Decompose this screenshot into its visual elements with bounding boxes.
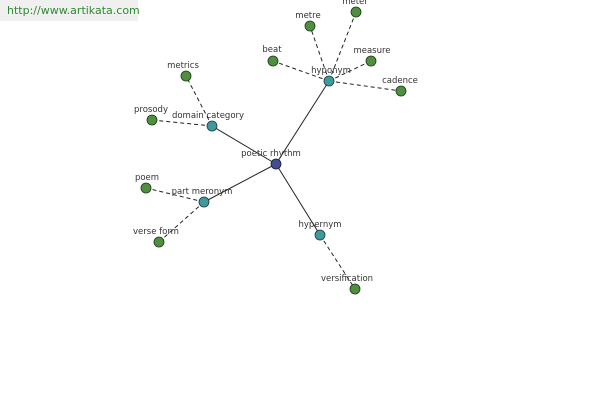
- term-label-meter[interactable]: meter: [342, 0, 368, 7]
- term-label-beat[interactable]: beat: [262, 45, 282, 55]
- term-node-metrics[interactable]: [180, 70, 192, 82]
- relation-node-part-meronym[interactable]: [198, 196, 210, 208]
- edge-meronym-verse-form: [158, 201, 205, 243]
- site-link-box[interactable]: http://www.artikata.com: [0, 0, 140, 21]
- nodes-layer: [140, 6, 407, 295]
- edge-meronym-poem: [145, 187, 205, 203]
- relation-label-hyponym[interactable]: hyponym: [311, 66, 351, 76]
- term-label-versification[interactable]: versification: [321, 274, 373, 284]
- term-label-cadence[interactable]: cadence: [382, 76, 418, 86]
- term-node-metre[interactable]: [304, 20, 316, 32]
- term-node-verse-form[interactable]: [153, 236, 165, 248]
- term-node-meter[interactable]: [350, 6, 362, 18]
- term-label-prosody[interactable]: prosody: [134, 105, 168, 115]
- term-label-verse-form[interactable]: verse form: [133, 227, 179, 237]
- term-label-measure[interactable]: measure: [353, 46, 390, 56]
- relation-label-hypernym[interactable]: hypernym: [298, 220, 341, 230]
- term-label-metre[interactable]: metre: [295, 11, 320, 21]
- edge-center-hypernym: [275, 163, 321, 236]
- term-label-metrics[interactable]: metrics: [167, 61, 199, 71]
- edge-domain-metrics: [185, 75, 213, 127]
- labels-layer: poetic rhythm hyponym domain category pa…: [133, 0, 418, 284]
- edge-hyponym-metre: [309, 25, 330, 82]
- term-node-poem[interactable]: [140, 182, 152, 194]
- edge-hyponym-meter: [328, 11, 357, 82]
- relation-node-hyponym[interactable]: [323, 75, 335, 87]
- term-label-poem[interactable]: poem: [135, 173, 159, 183]
- edge-hyponym-cadence: [328, 80, 402, 92]
- edge-hypernym-versification: [319, 234, 356, 290]
- edges-layer: [145, 11, 402, 290]
- relation-label-domain-category[interactable]: domain category: [172, 111, 244, 121]
- edge-domain-prosody: [151, 119, 213, 127]
- center-node[interactable]: [270, 158, 282, 170]
- edge-center-hyponym: [275, 80, 330, 165]
- relation-node-domain-category[interactable]: [206, 120, 218, 132]
- edge-center-part-meronym: [203, 163, 277, 203]
- edge-center-domain-category: [211, 125, 277, 165]
- term-node-versification[interactable]: [349, 283, 361, 295]
- term-node-prosody[interactable]: [146, 114, 158, 126]
- center-label[interactable]: poetic rhythm: [241, 149, 301, 159]
- term-node-beat[interactable]: [267, 55, 279, 67]
- term-node-measure[interactable]: [365, 55, 377, 67]
- site-link[interactable]: http://www.artikata.com: [7, 4, 140, 17]
- relation-node-hypernym[interactable]: [314, 229, 326, 241]
- relation-label-part-meronym[interactable]: part meronym: [172, 187, 233, 197]
- edge-hyponym-beat: [272, 60, 330, 82]
- term-node-cadence[interactable]: [395, 85, 407, 97]
- edge-hyponym-measure: [328, 60, 372, 82]
